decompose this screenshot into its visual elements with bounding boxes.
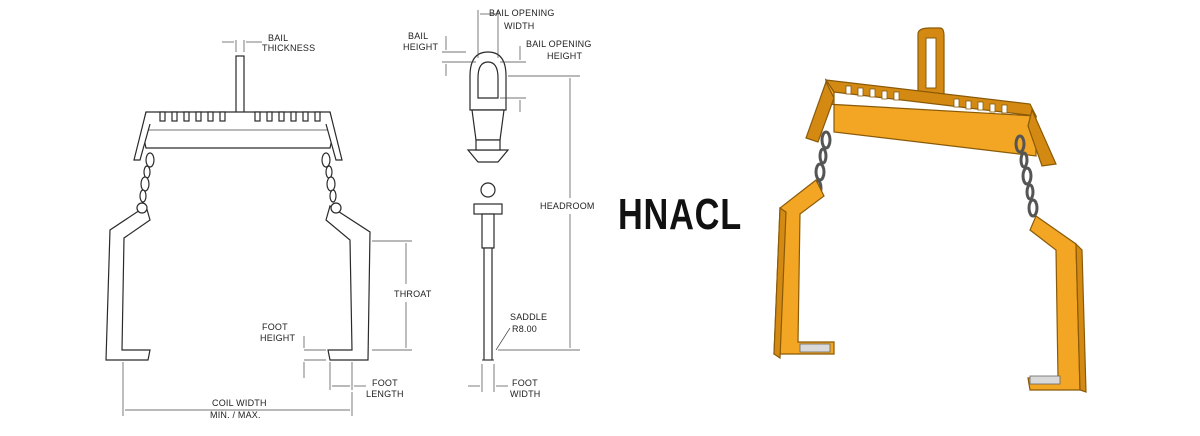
side-view-drawing: BAIL OPENING WIDTH BAIL HEIGHT BAIL OPEN… [403, 8, 595, 399]
coil-width-label-1: COIL WIDTH [212, 398, 267, 408]
render-right-leg [1027, 215, 1081, 391]
headroom-label: HEADROOM [540, 201, 595, 211]
left-leg [105, 205, 151, 361]
bail-opening-width-label-1: BAIL OPENING [489, 8, 555, 18]
leg-side [483, 247, 493, 361]
bail-opening-width-label-2: WIDTH [504, 21, 535, 31]
right-leg [325, 205, 371, 361]
bail-height-label-2: HEIGHT [403, 42, 439, 52]
bail-thickness-label-1: BAIL [268, 33, 288, 43]
left-chain [139, 152, 155, 203]
front-view-drawing: BAIL THICKNESS THROAT FOOT HEIGHT FOOT L… [105, 33, 432, 420]
coil-width-label-2: MIN. / MAX. [210, 410, 261, 420]
bail-opening-height-label-1: BAIL OPENING [526, 39, 592, 49]
foot-width-label-2: WIDTH [510, 389, 541, 399]
foot-length-label-1: FOOT [372, 378, 398, 388]
foot-height-label-2: HEIGHT [260, 333, 296, 343]
bail-height-label-1: BAIL [408, 31, 428, 41]
saddle-label-1: SADDLE [510, 312, 547, 322]
saddle-label-2: R8.00 [512, 324, 537, 334]
foot-height-label-1: FOOT [262, 322, 288, 332]
foot-width-label-1: FOOT [512, 378, 538, 388]
product-render [773, 27, 1087, 393]
throat-label: THROAT [394, 289, 432, 299]
beam-notches [159, 111, 321, 122]
foot-length-label-2: LENGTH [366, 389, 404, 399]
model-name: HNACL [617, 190, 742, 239]
bail-opening-height-label-2: HEIGHT [547, 51, 583, 61]
right-chain [321, 152, 337, 203]
bail-thickness-label-2: THICKNESS [262, 43, 315, 53]
